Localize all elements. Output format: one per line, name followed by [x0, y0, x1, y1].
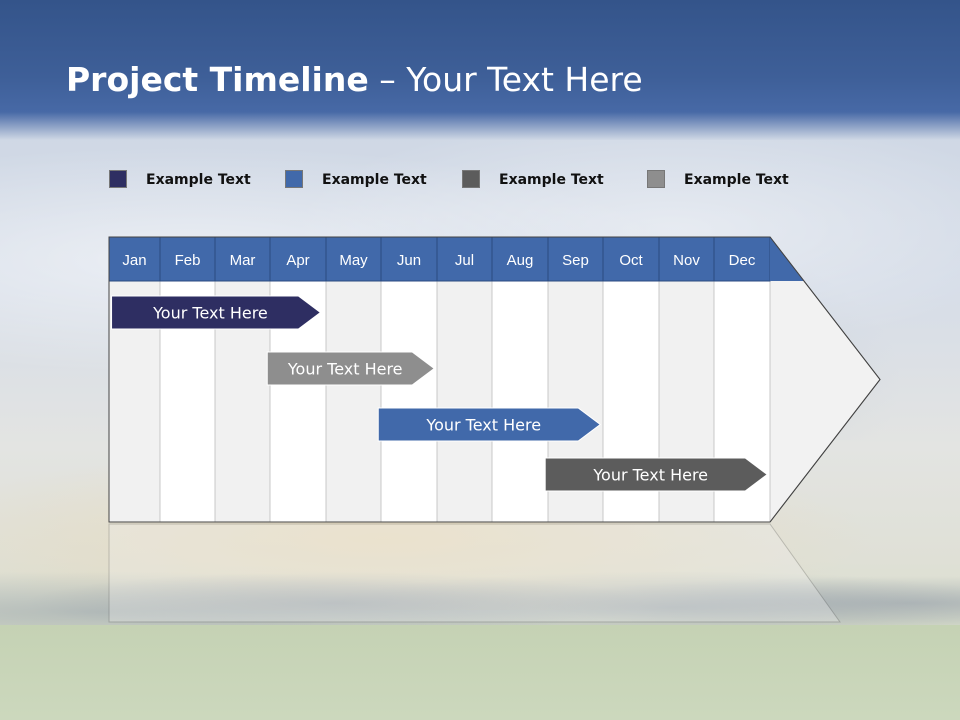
legend-label: Example Text	[499, 172, 604, 188]
month-label-jun: Jun	[397, 252, 421, 269]
reflection-shape	[108, 523, 841, 623]
legend-swatch	[647, 170, 665, 188]
month-header-dec	[713, 236, 771, 282]
legend: Example Text Example Text Example Text E…	[0, 170, 960, 194]
month-label-feb: Feb	[175, 252, 201, 269]
timeline-reflection	[108, 523, 841, 623]
legend-label: Example Text	[322, 172, 427, 188]
timeline-arrow-outline	[108, 236, 881, 523]
task-label-3: Your Text Here	[425, 416, 541, 435]
task-arrow-3	[377, 407, 602, 442]
month-column-may	[325, 280, 382, 523]
task-label-2: Your Text Here	[287, 360, 403, 379]
month-header-sep	[547, 236, 604, 282]
header-band: Project Timeline – Your Text Here	[0, 0, 960, 140]
treeline	[0, 540, 960, 630]
grass-field	[0, 625, 960, 720]
month-label-jan: Jan	[122, 252, 146, 269]
month-header-feb	[159, 236, 216, 282]
legend-swatch	[462, 170, 480, 188]
month-column-aug	[491, 280, 549, 523]
legend-label: Example Text	[684, 172, 789, 188]
month-header-jul	[436, 236, 493, 282]
month-label-oct: Oct	[619, 252, 643, 269]
task-arrow-4	[544, 457, 769, 492]
month-label-sep: Sep	[562, 252, 589, 269]
task-label-4: Your Text Here	[592, 466, 708, 485]
legend-swatch	[285, 170, 303, 188]
month-column-jun	[380, 280, 438, 523]
task-arrow-2	[266, 351, 436, 386]
task-arrow-1	[111, 295, 322, 330]
month-label-mar: Mar	[230, 252, 256, 269]
month-label-may: May	[339, 252, 368, 269]
legend-label: Example Text	[146, 172, 251, 188]
page-title: Project Timeline – Your Text Here	[66, 60, 643, 99]
title-main: Project Timeline	[66, 60, 369, 99]
month-header-mar	[214, 236, 271, 282]
month-label-apr: Apr	[286, 252, 309, 269]
month-label-nov: Nov	[673, 252, 700, 269]
month-label-aug: Aug	[507, 252, 534, 269]
legend-swatch	[109, 170, 127, 188]
month-header-jun	[380, 236, 438, 282]
month-label-dec: Dec	[729, 252, 756, 269]
month-header-jan	[108, 236, 161, 282]
month-label-jul: Jul	[455, 252, 474, 269]
title-subtitle: – Your Text Here	[368, 60, 643, 99]
month-header-nov	[658, 236, 715, 282]
month-column-jul	[436, 280, 493, 523]
task-label-1: Your Text Here	[152, 304, 268, 323]
